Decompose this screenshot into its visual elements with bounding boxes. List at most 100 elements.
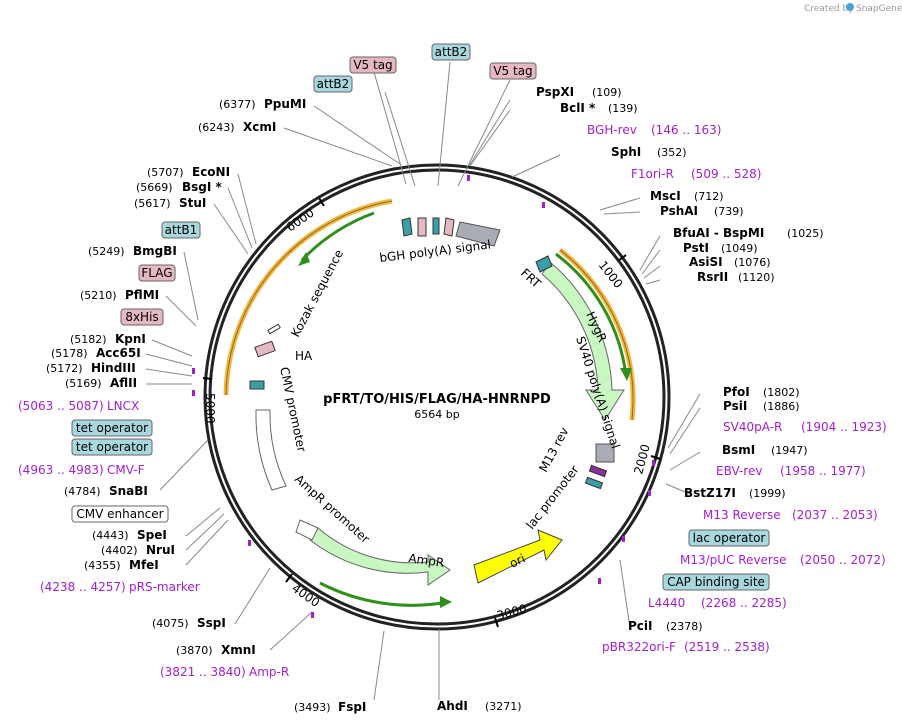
enzyme-position: (6377) bbox=[219, 98, 256, 111]
plasmid-name: pFRT/TO/HIS/FLAG/HA-HNRNPD bbox=[323, 392, 551, 407]
tet-marker bbox=[249, 380, 265, 390]
primer-site-ticks bbox=[192, 175, 655, 618]
box-flag bbox=[138, 264, 176, 282]
feature-box-label: CMV enhancer bbox=[76, 507, 163, 521]
enzyme-name: MfeI bbox=[129, 558, 159, 572]
leader-lines bbox=[145, 61, 701, 701]
enzyme-name: HindIII bbox=[91, 361, 136, 375]
feature-box-label: 8xHis bbox=[125, 310, 158, 324]
enzyme-position: (5169) bbox=[65, 377, 102, 390]
primer-label: (509 .. 528) bbox=[691, 167, 761, 181]
snapgene-logo-icon bbox=[846, 3, 854, 11]
green-arrow-left bbox=[300, 211, 375, 262]
enzyme-position: (5669) bbox=[136, 181, 173, 194]
enzyme-position: (5210) bbox=[80, 289, 117, 302]
box-cmv-enhancer bbox=[71, 505, 169, 523]
plasmid-length: 6564 bp bbox=[414, 408, 459, 421]
attb2-marker-top bbox=[432, 217, 440, 235]
enzyme-name: PspXI bbox=[536, 85, 574, 99]
enzyme-position: (1802) bbox=[763, 386, 800, 399]
kozak-marker bbox=[267, 323, 281, 335]
enzyme-position: (109) bbox=[592, 86, 622, 99]
primer-label: Amp-R bbox=[249, 665, 289, 679]
v5-marker-1 bbox=[417, 217, 427, 237]
box-cap-binding-site bbox=[662, 573, 770, 591]
enzyme-name: BclI * bbox=[560, 101, 596, 115]
enzyme-name: PpuMI bbox=[264, 97, 306, 111]
enzyme-name: XmnI bbox=[221, 643, 256, 657]
feature-label-kozak: Kozak sequence bbox=[288, 247, 346, 339]
enzyme-position: (1076) bbox=[734, 256, 771, 269]
feature-box-label: FLAG bbox=[141, 266, 172, 280]
lac-op-marker bbox=[584, 476, 604, 490]
ori-arrow bbox=[473, 529, 563, 584]
enzyme-name: Acc65I bbox=[96, 346, 141, 360]
box-attb2-top bbox=[431, 43, 471, 61]
enzyme-name: BstZ17I bbox=[684, 486, 736, 500]
primer-label: (1958 .. 1977) bbox=[780, 464, 866, 478]
enzyme-position: (6243) bbox=[198, 121, 235, 134]
enzyme-position: (1999) bbox=[749, 487, 786, 500]
frt-marker bbox=[535, 255, 553, 273]
enzyme-name: XcmI bbox=[243, 120, 276, 134]
green-arrow-ampr bbox=[319, 581, 449, 607]
tick-label-5000: 5000 bbox=[203, 393, 217, 424]
green-arrow-right bbox=[555, 252, 628, 377]
bgh-polya-block bbox=[455, 221, 501, 247]
enzyme-position: (3870) bbox=[176, 644, 213, 657]
enzyme-name: BfuAI - BspMI bbox=[673, 226, 764, 240]
backbone-outer-strand bbox=[203, 163, 671, 631]
enzyme-name: PshAI bbox=[660, 204, 698, 218]
enzyme-position: (4443) bbox=[92, 529, 129, 542]
enzyme-name: EcoNI bbox=[192, 165, 230, 179]
credit-prefix: Created by bbox=[804, 4, 854, 14]
primer-label: (2037 .. 2053) bbox=[792, 508, 878, 522]
enzyme-position: (712) bbox=[694, 190, 724, 203]
enzyme-position: (5249) bbox=[88, 245, 125, 258]
enzyme-position: (739) bbox=[714, 205, 744, 218]
primer-label: CMV-F bbox=[107, 463, 145, 477]
feature-box-label: lac operator bbox=[693, 531, 766, 545]
credit-brand: SnapGene bbox=[856, 4, 902, 14]
enzyme-position: (1025) bbox=[787, 227, 824, 240]
enzyme-name: SspI bbox=[197, 616, 226, 630]
hygr-arrow bbox=[541, 261, 625, 421]
enzyme-name: NruI bbox=[146, 543, 175, 557]
tick-label-2000: 2000 bbox=[631, 443, 652, 476]
v5-marker-2 bbox=[443, 217, 455, 237]
primer-label: F1ori-R bbox=[631, 167, 674, 181]
primer-label: pRS-marker bbox=[129, 580, 200, 594]
primer-label: EBV-rev bbox=[716, 464, 762, 478]
enzyme-name: PstI bbox=[683, 241, 709, 255]
tick-label-4000: 4000 bbox=[289, 581, 322, 610]
primer-labels: BGH-rev(146 .. 163) F1ori-R(509 .. 528) … bbox=[18, 123, 887, 679]
backbone-inner-strand bbox=[208, 168, 666, 626]
enzyme-position: (1049) bbox=[721, 242, 758, 255]
tick-label-3000: 3000 bbox=[495, 601, 528, 622]
primer-label: M13/pUC Reverse bbox=[680, 553, 787, 567]
box-attb1 bbox=[161, 221, 201, 239]
enzyme-name: PflMI bbox=[125, 288, 159, 302]
enzyme-name: BsgI * bbox=[182, 180, 223, 194]
enzyme-name: PsiI bbox=[723, 399, 747, 413]
enzyme-name: BmgBI bbox=[133, 244, 177, 258]
attb2-marker bbox=[401, 217, 413, 237]
ampr-arrow bbox=[309, 527, 451, 586]
enzyme-position: (5172) bbox=[46, 362, 83, 375]
enzyme-position: (352) bbox=[657, 146, 687, 159]
m13-marker bbox=[588, 464, 608, 478]
feature-box-label: CAP binding site bbox=[667, 575, 765, 589]
enzyme-name: SnaBI bbox=[109, 484, 148, 498]
enzyme-position: (139) bbox=[608, 102, 638, 115]
enzyme-position: (4355) bbox=[84, 559, 121, 572]
enzyme-position: (2378) bbox=[666, 620, 703, 633]
primer-label: (146 .. 163) bbox=[651, 123, 721, 137]
enzyme-name: RsrII bbox=[697, 270, 728, 284]
enzyme-name: SpeI bbox=[137, 528, 167, 542]
feature-box-label: V5 tag bbox=[493, 64, 532, 78]
enzyme-position: (4402) bbox=[101, 544, 138, 557]
primer-label: L4440 bbox=[648, 596, 685, 610]
sv40-polya-block bbox=[595, 443, 615, 463]
primer-label: (4238 .. 4257) bbox=[40, 580, 126, 594]
